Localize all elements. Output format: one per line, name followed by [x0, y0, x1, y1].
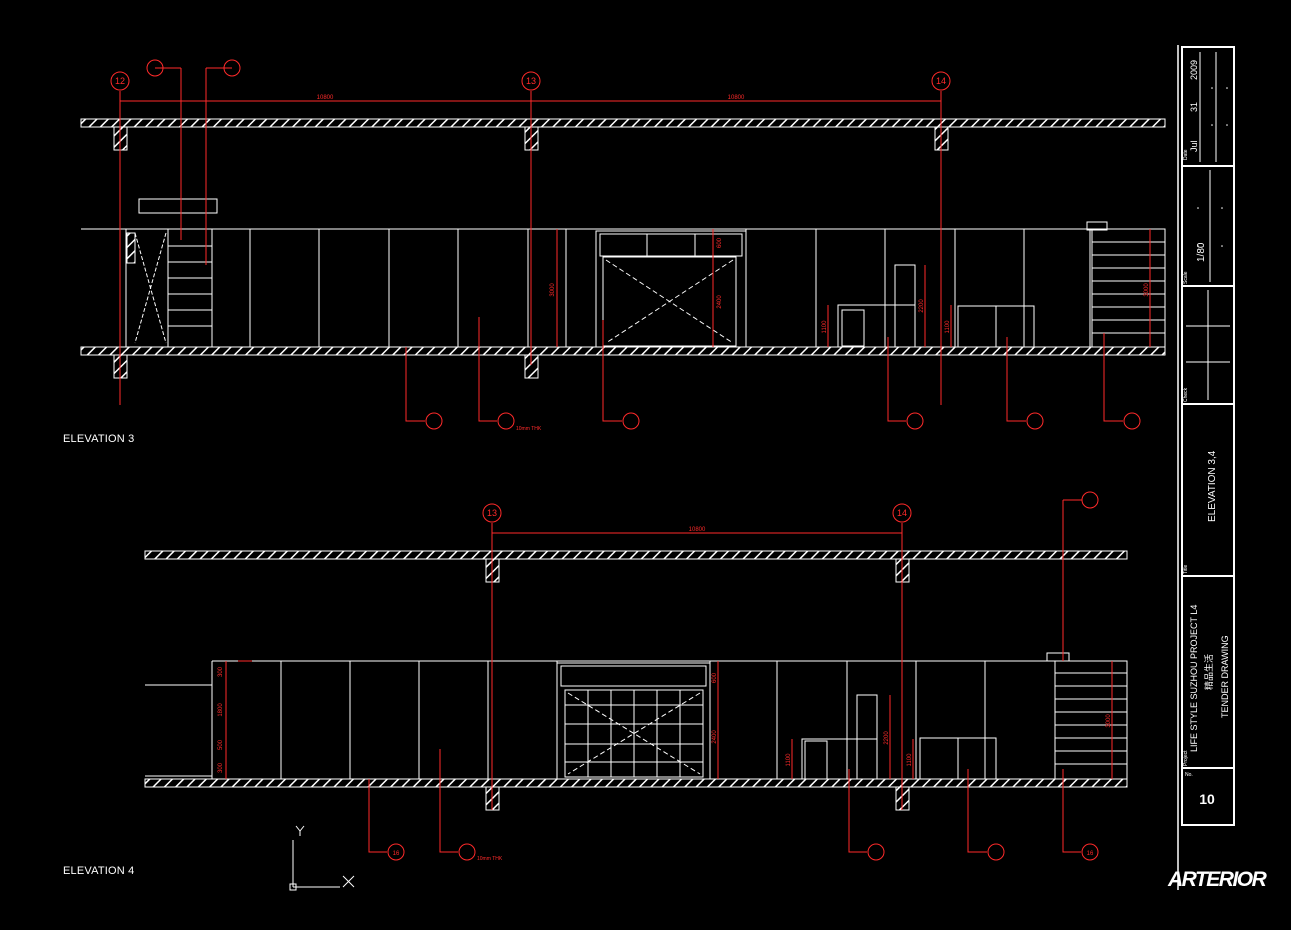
left-dim: 300 — [218, 762, 224, 773]
grid-lines — [225, 491, 1113, 861]
grid-bubbles — [110, 59, 1141, 430]
floor-slab — [144, 778, 1128, 788]
scale-value: 1/80 — [1196, 242, 1207, 262]
vertical-dim: 1100 — [907, 753, 913, 767]
date-label: Date — [1183, 149, 1189, 160]
central-opening — [595, 230, 747, 348]
vertical-dim: 2200 — [884, 731, 890, 745]
note-thk: 10mm THK — [477, 856, 503, 862]
sheet-title: ELEVATION 3,4 — [1207, 450, 1218, 522]
project-label: Project — [1183, 750, 1189, 766]
vertical-dim: 3000 — [550, 283, 556, 297]
furniture-group — [801, 694, 997, 780]
left-door — [125, 198, 218, 348]
vertical-dim: 1100 — [786, 753, 792, 767]
date-year: 2009 — [1189, 60, 1199, 80]
note-thk: 10mm THK — [516, 426, 542, 432]
title-block — [1177, 45, 1235, 890]
vertical-dim: 3000 — [1144, 283, 1150, 297]
check-label: Check — [1183, 387, 1189, 402]
left-dim: 500 — [218, 739, 224, 750]
vertical-dim: 2400 — [717, 295, 723, 309]
span-dim: 10800 — [317, 95, 334, 101]
vertical-dim: 600 — [717, 237, 723, 248]
ucs-axis-icon — [289, 825, 355, 891]
bubble-label: 16 — [1087, 851, 1094, 857]
scale-label: Scale — [1183, 271, 1189, 284]
elevation-3-drawing: 12 13 14 10800 10800 3000 600 2400 1100 … — [80, 59, 1166, 432]
date-month: Jul — [1189, 140, 1199, 152]
grid-label-13: 13 — [526, 76, 536, 86]
title-block-dots — [1197, 87, 1228, 247]
central-display — [556, 662, 711, 780]
floor-slab — [80, 346, 1166, 356]
project-chinese: 精品生活 — [1203, 654, 1214, 690]
bubble-label: 16 — [393, 851, 400, 857]
furniture-group — [837, 264, 1035, 348]
ceiling-slab — [144, 550, 1128, 560]
shelf-unit — [167, 228, 213, 348]
title-label: Title — [1183, 565, 1189, 574]
elevation-4-drawing: 13 14 16 16 10800 300 1800 500 300 600 2… — [144, 491, 1128, 862]
vertical-dim: 600 — [712, 672, 718, 683]
vertical-dim: 3000 — [1106, 714, 1112, 728]
grid-label-13: 13 — [487, 508, 497, 518]
ceiling-slab — [80, 118, 1166, 128]
grid-lines — [119, 67, 1151, 422]
drawing-status: TENDER DRAWING — [1220, 635, 1230, 718]
vertical-dim: 1100 — [945, 320, 951, 334]
vertical-dim: 1100 — [822, 320, 828, 334]
company-logo: ARTERIOR — [1168, 868, 1267, 891]
left-dim: 300 — [218, 666, 224, 677]
vertical-dim: 2400 — [712, 730, 718, 744]
project-name: LIFE STYLE SUZHOU PROJECT L4 — [1189, 605, 1199, 752]
vertical-dim: 2200 — [919, 299, 925, 313]
wall-panels — [145, 660, 1127, 779]
grid-label-12: 12 — [115, 76, 125, 86]
right-shelving — [1086, 221, 1166, 348]
elevation-4-title: ELEVATION 4 — [63, 865, 135, 877]
sheet-number: 10 — [1199, 791, 1215, 807]
number-label: No. — [1185, 772, 1193, 778]
grid-label-14: 14 — [897, 508, 907, 518]
left-dim: 1800 — [218, 703, 224, 717]
elevation-3-title: ELEVATION 3 — [63, 433, 135, 445]
span-dim: 10800 — [689, 527, 706, 533]
right-shelving — [1046, 652, 1128, 780]
span-dim: 10800 — [728, 95, 745, 101]
date-day: 31 — [1189, 102, 1199, 112]
grid-label-14: 14 — [936, 76, 946, 86]
